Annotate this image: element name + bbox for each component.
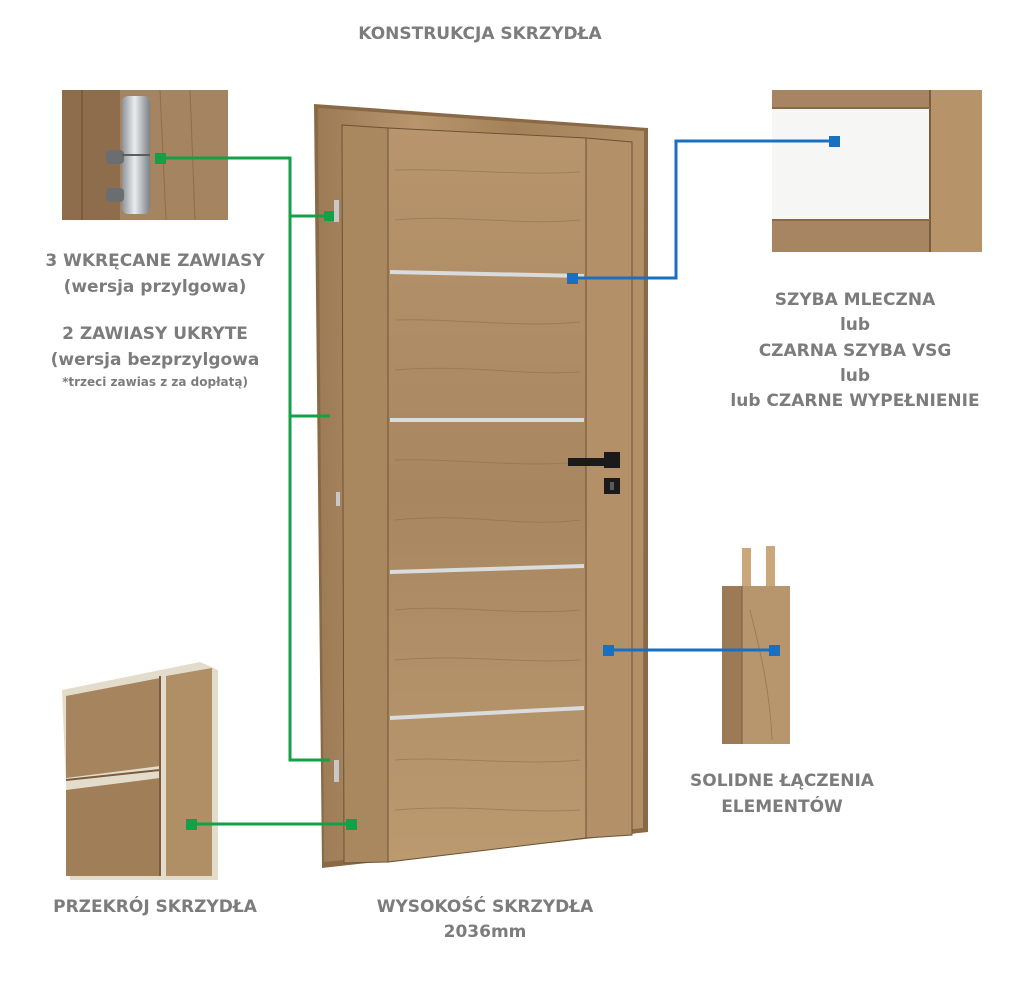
- hinges-line-4: (wersja bezprzylgowa: [50, 350, 260, 370]
- hinge-connector-markers: [155, 153, 357, 830]
- glass-line-5: lub CZARNE WYPEŁNIENIE: [730, 391, 980, 411]
- glass-line-2: lub: [839, 315, 871, 335]
- door-hinge-mid: [336, 492, 340, 506]
- hinges-line-3: 2 ZAWIASY UKRYTE: [62, 324, 248, 344]
- height-line-1: WYSOKOŚĆ SKRZYDŁA: [376, 897, 594, 917]
- door-leaf: [314, 104, 648, 868]
- glass-line-4: lub: [839, 366, 871, 386]
- hinges-note: *trzeci zawias z za dopłatą): [62, 375, 248, 389]
- cross-section-photo: [62, 662, 218, 880]
- glass-detail-photo: [772, 90, 982, 252]
- joints-line-2: ELEMENTÓW: [721, 797, 843, 817]
- glass-line-1: SZYBA MLECZNA: [774, 290, 936, 310]
- diagram-title: KONSTRUKCJA SKRZYDŁA: [358, 24, 602, 44]
- hinges-line-1: 3 WKRĘCANE ZAWIASY: [45, 251, 265, 271]
- hinges-line-2: (wersja przylgowa): [63, 277, 247, 297]
- glass-line-3: CZARNA SZYBA VSG: [758, 341, 952, 361]
- door-handle: [568, 452, 620, 494]
- door-hinge-bottom: [334, 760, 339, 782]
- joint-detail-photo: [722, 546, 790, 744]
- height-line-2: 2036mm: [443, 922, 527, 942]
- joints-line-1: SOLIDNE ŁĄCZENIA: [690, 771, 874, 791]
- door-hinge-top: [334, 200, 339, 222]
- hinge-detail-photo: [62, 89, 228, 221]
- glass-strips: [389, 270, 585, 720]
- glass-connector-lines: [572, 139, 834, 652]
- glass-connector-markers: [567, 136, 840, 656]
- section-label: PRZEKRÓJ SKRZYDŁA: [53, 897, 257, 917]
- hinge-connector-lines: [160, 156, 352, 826]
